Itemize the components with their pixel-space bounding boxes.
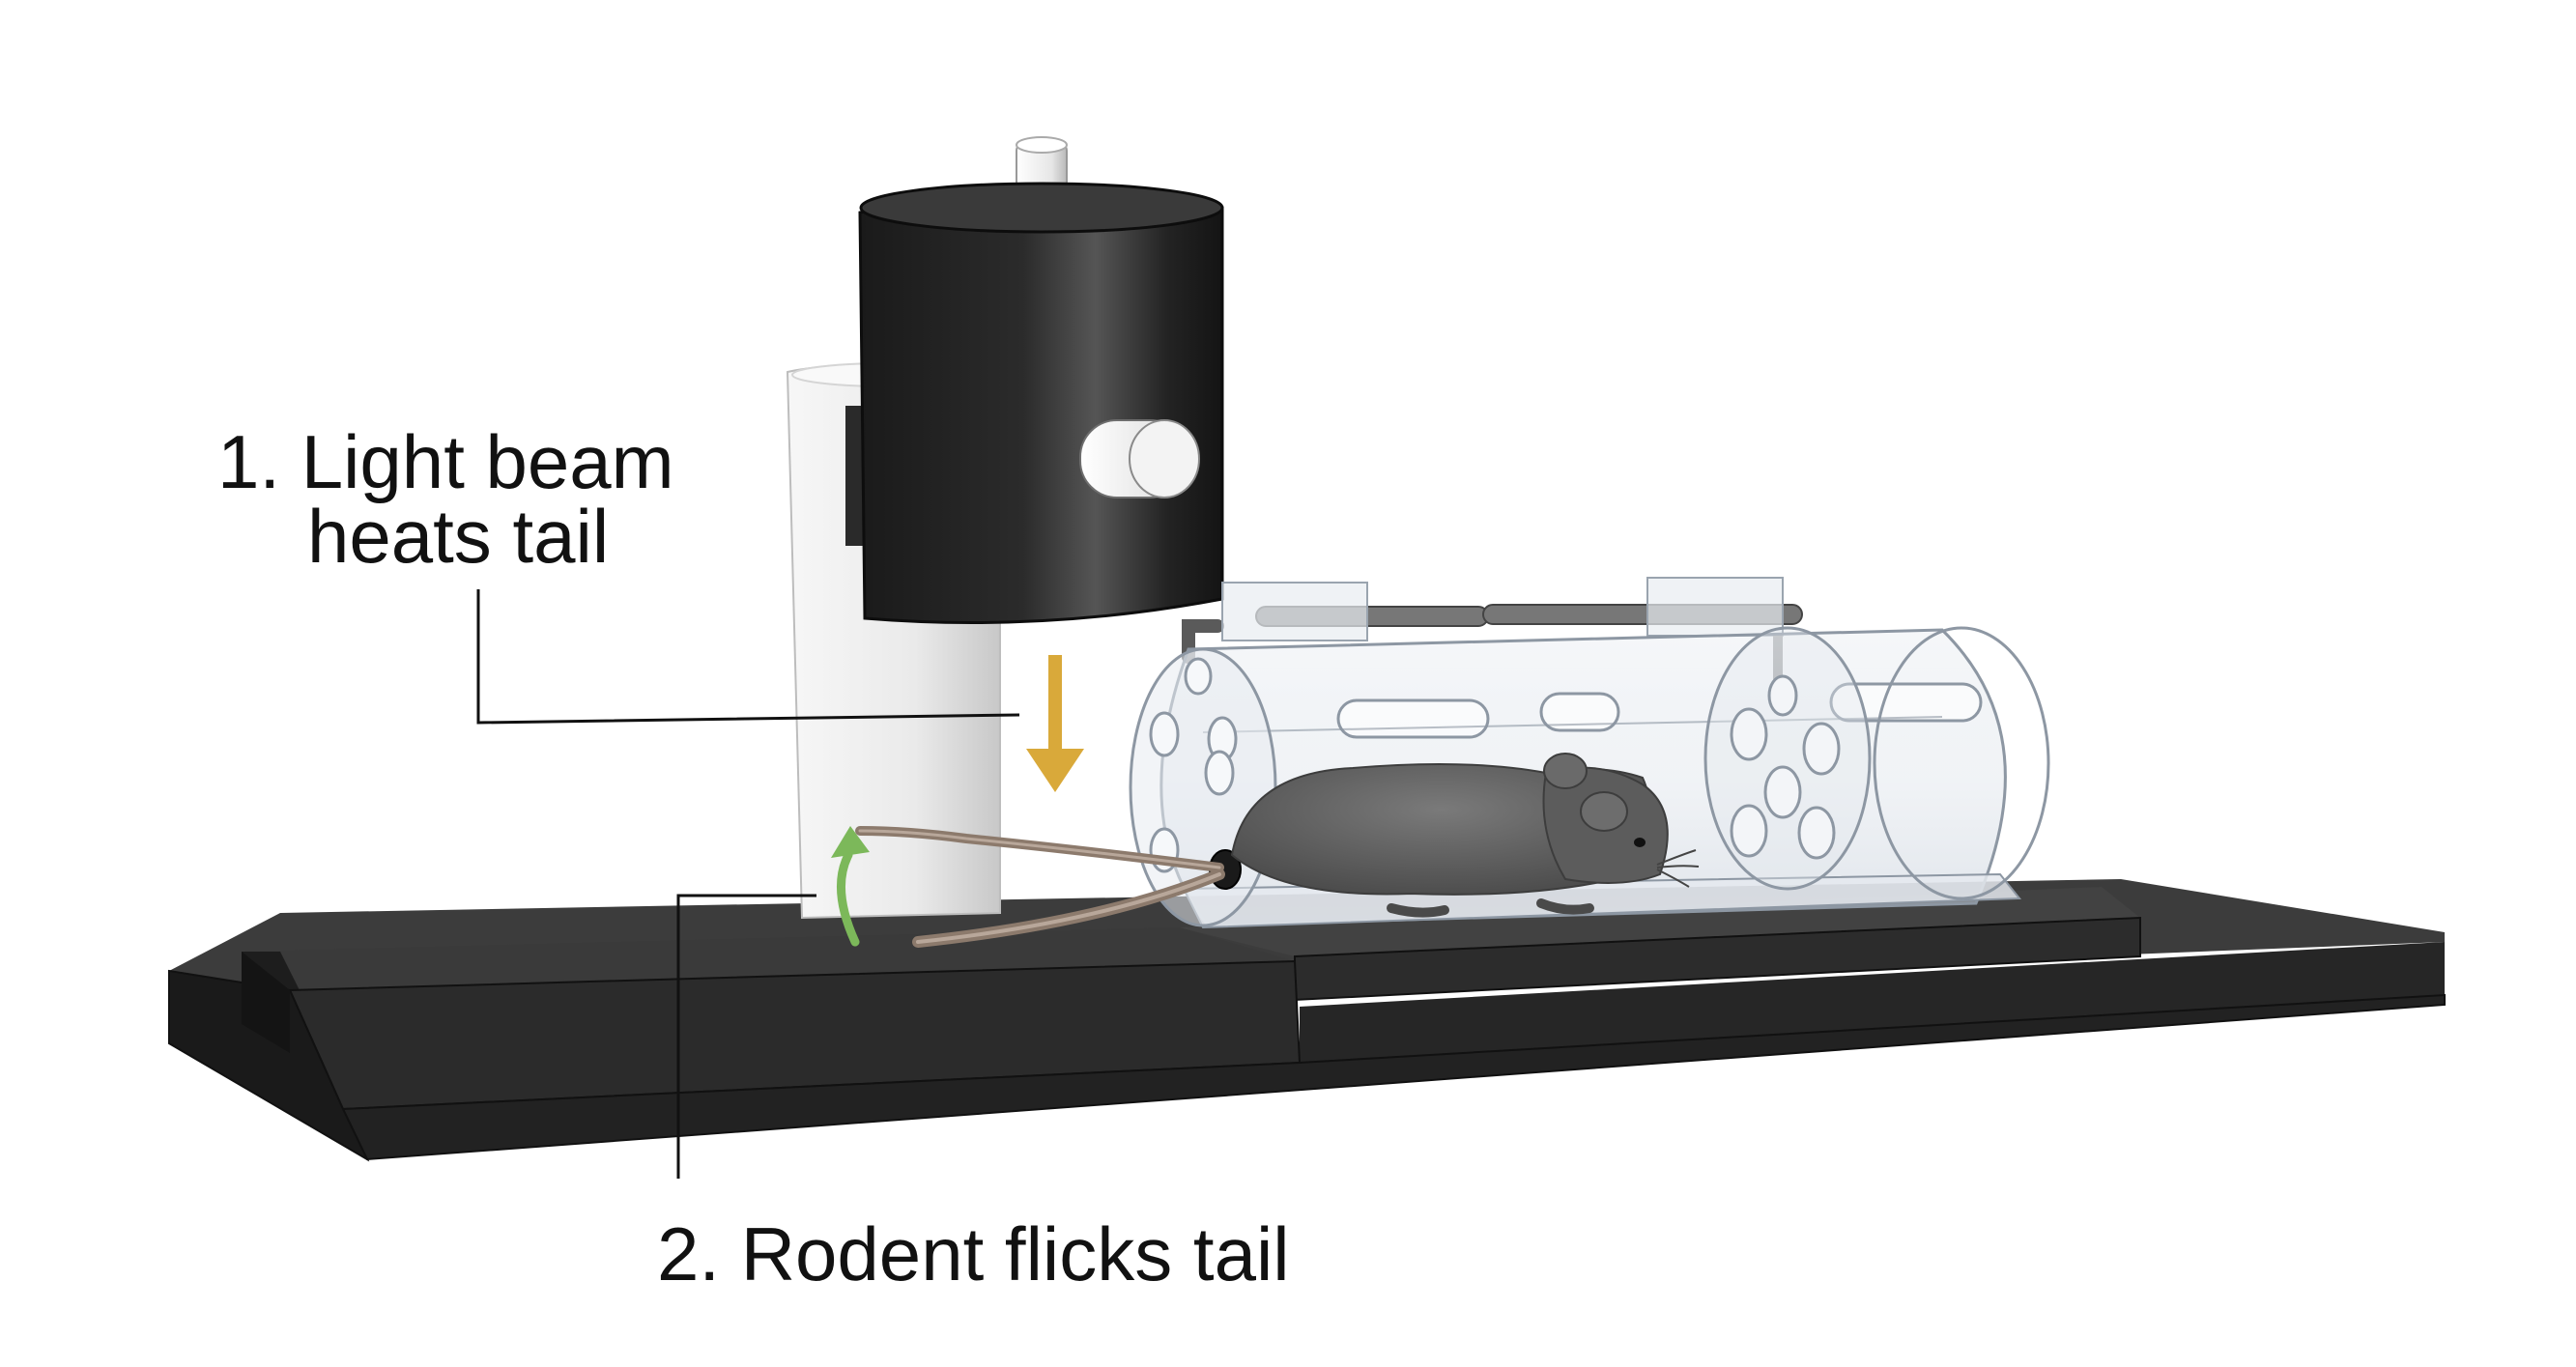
step1-label-line2: heats tail <box>307 494 609 579</box>
rodent-hind-paw <box>1387 903 1449 918</box>
arrow-down-icon <box>1026 655 1084 792</box>
lamp-knob <box>1079 419 1200 498</box>
rodent-ear-front <box>1580 791 1628 832</box>
base-left-notch <box>242 952 290 1053</box>
leader-lines <box>476 589 1020 1179</box>
lamp-housing <box>858 136 1224 624</box>
rodent-ear-back <box>1543 753 1588 789</box>
rodent <box>1230 753 1700 918</box>
leader-line-step1 <box>476 589 1020 725</box>
rodent-front-paw <box>1536 898 1594 915</box>
rodent-whiskers <box>1656 849 1700 888</box>
leader-line-step2 <box>676 894 816 1179</box>
tube-rear-ring <box>1873 626 2050 900</box>
base-platform <box>168 879 2446 1162</box>
rodent-tail <box>855 826 1225 948</box>
step2-label: 2. Rodent flicks tail <box>657 1211 1290 1296</box>
base-plate-front <box>1300 942 2445 1063</box>
tail-block-top <box>242 927 1295 990</box>
arrow-curved-up-icon <box>831 826 870 947</box>
lamp-body <box>858 190 1224 624</box>
step1-label-line1: 1. Light beam <box>217 419 674 504</box>
ring-holes <box>1730 674 1841 860</box>
tube-inner-ring <box>1703 626 1872 891</box>
rodent-eye <box>1634 838 1646 847</box>
